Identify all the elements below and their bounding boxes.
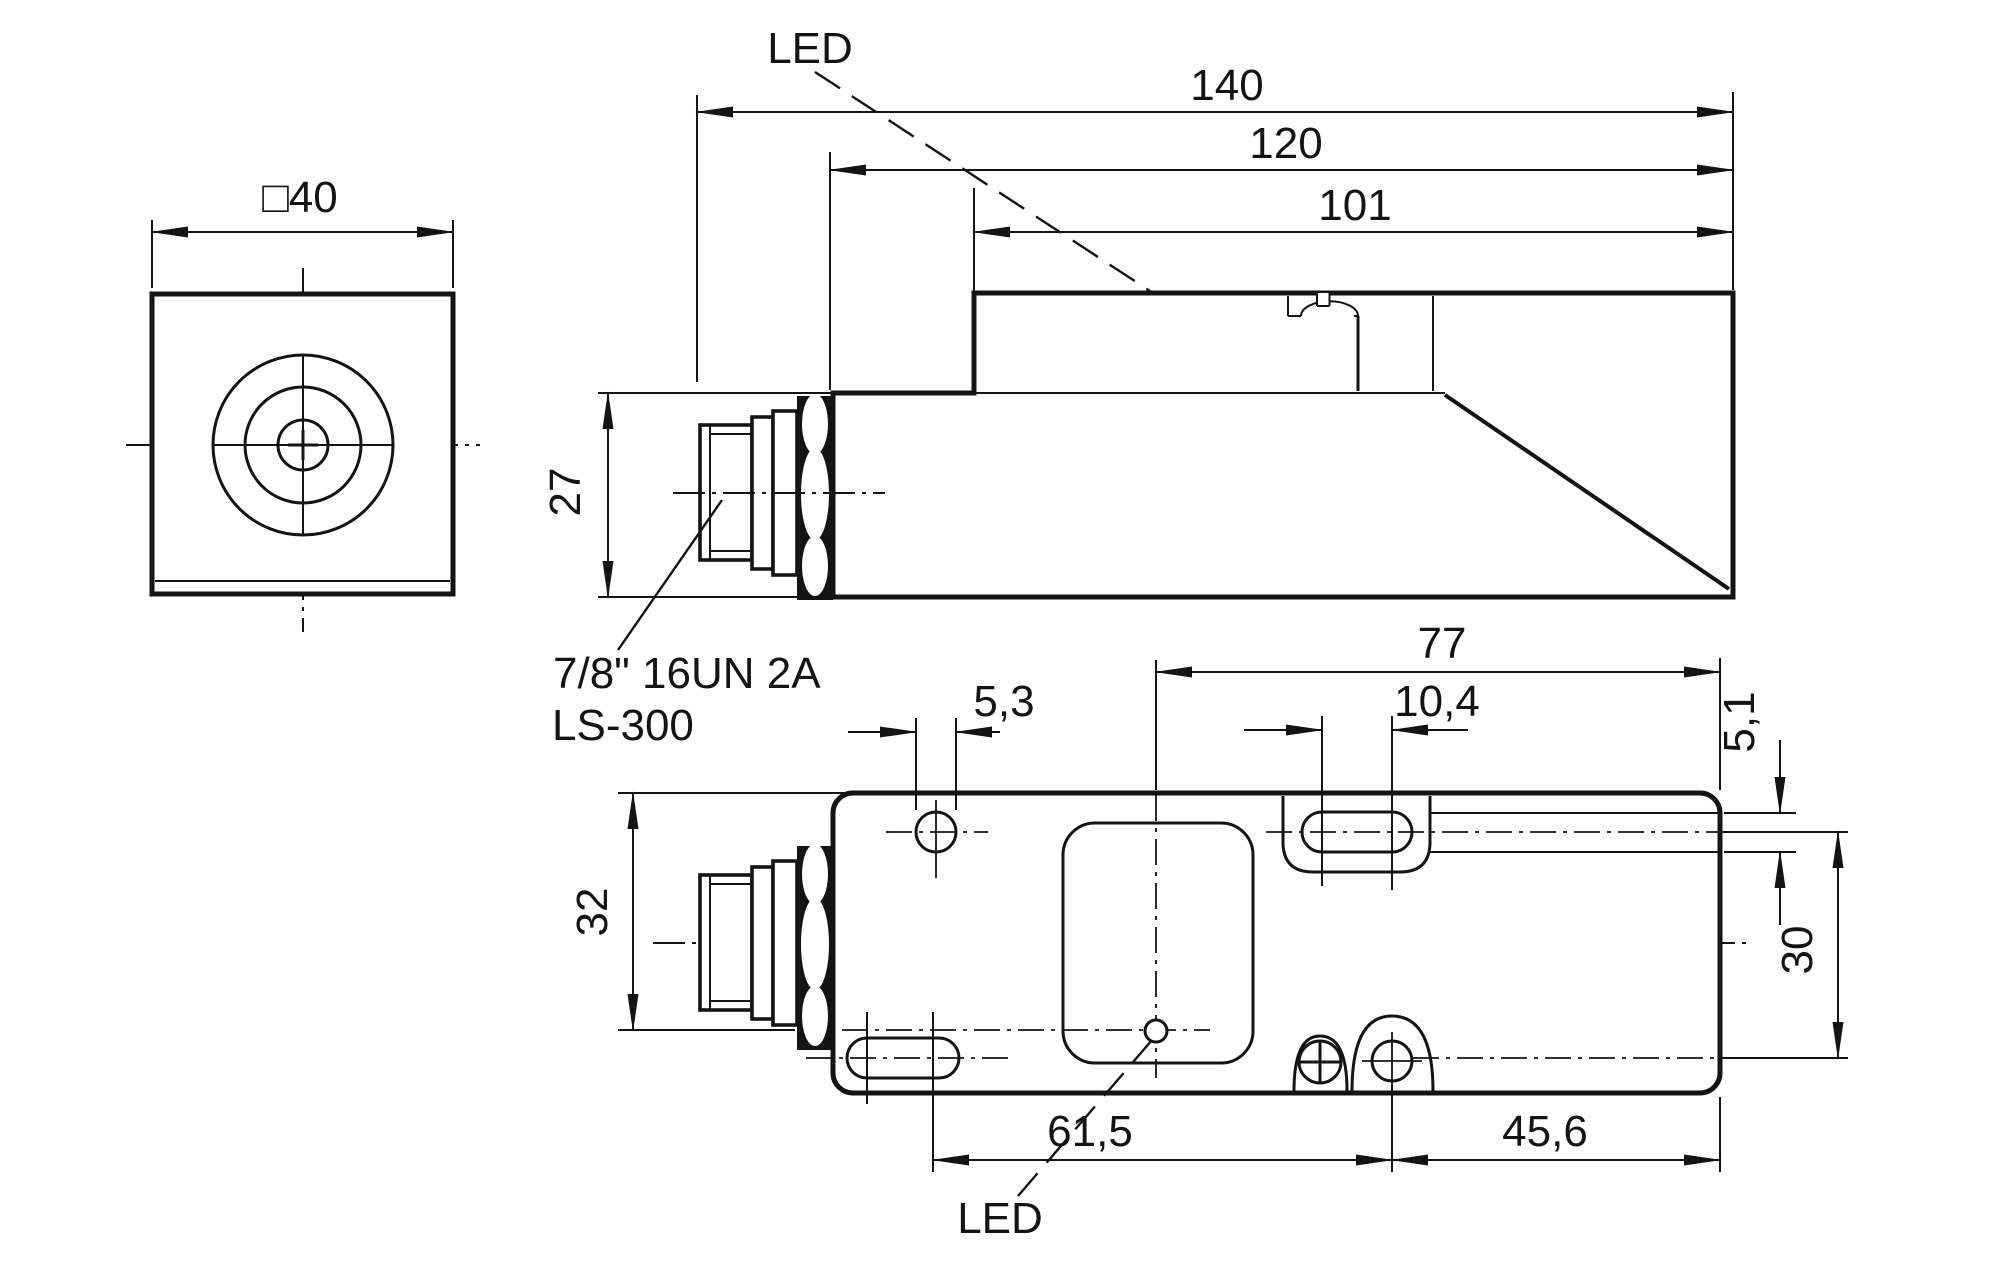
nut-facet-mid — [801, 898, 829, 990]
led-callout-side: LED — [767, 24, 1151, 293]
screws-bottom-right — [1292, 1014, 1730, 1092]
model-label: LS-300 — [552, 701, 694, 750]
nut-facet-top — [802, 394, 828, 454]
dim-text-101: 101 — [1318, 181, 1391, 230]
dim-text-5-3: 5,3 — [973, 677, 1034, 726]
led-bottom — [842, 660, 1210, 1078]
nut-facet-bottom — [802, 536, 828, 596]
dim-77: 77 — [1154, 619, 1722, 790]
dim-text-30: 30 — [1773, 926, 1822, 975]
dim-text-45-6: 45,6 — [1502, 1107, 1588, 1156]
connector-side — [673, 394, 885, 600]
front-view: □40 — [126, 173, 480, 632]
thread-block — [698, 873, 754, 1012]
slot-boss — [1281, 796, 1432, 874]
side-view: 27 140 120 101 LED 7/8" 16UN 2A LS-3 — [541, 24, 1736, 750]
dim-text-27: 27 — [541, 468, 590, 517]
dim-30: 30 — [1723, 830, 1848, 1060]
dim-101: 101 — [972, 181, 1735, 291]
slot-bottom-left — [806, 1012, 1012, 1172]
dim-text-40: □40 — [262, 173, 338, 222]
dim-45-6: 45,6 — [1390, 1097, 1722, 1172]
mount-hole-front — [886, 800, 988, 878]
dim-text-120: 120 — [1249, 119, 1322, 168]
led-leader-side — [814, 70, 1151, 293]
dim-40: □40 — [150, 173, 455, 288]
screw-slot-gap — [1317, 293, 1330, 305]
screw-boss-left — [1292, 1034, 1349, 1092]
led-label-side: LED — [767, 24, 853, 73]
dim-text-5-1: 5,1 — [1715, 691, 1764, 752]
dim-text-32: 32 — [568, 888, 617, 937]
bottom-body-outline — [830, 790, 1723, 1096]
cover-plate — [1061, 821, 1255, 1065]
dim-120: 120 — [828, 119, 1735, 390]
led-label-bottom: LED — [957, 1194, 1043, 1243]
cover-screw-side — [1287, 293, 1360, 391]
nut-facet-top — [802, 844, 828, 904]
dim-5-1: 5,1 — [1715, 691, 1796, 925]
dim-10-4: 10,4 — [1244, 677, 1480, 736]
sensing-face-circles — [211, 353, 395, 537]
dim-5-3: 5,3 — [848, 677, 1035, 810]
bottom-view: 32 77 5,3 10,4 5,1 — [568, 619, 1848, 1243]
screw-boss-right — [1350, 1014, 1435, 1092]
thread-leader — [617, 499, 723, 651]
led-dot — [1143, 1018, 1169, 1044]
slot-top-right — [1266, 716, 1723, 890]
dim-61-5: 61,5 — [931, 1085, 1394, 1172]
side-body-outline — [830, 290, 1736, 600]
dim-140: 140 — [695, 61, 1735, 382]
led-leader-bottom — [1017, 1039, 1153, 1197]
connector-bottom — [698, 844, 833, 1050]
thread-label: 7/8" 16UN 2A — [553, 649, 821, 698]
side-chamfer-diagonal — [1443, 393, 1731, 591]
dim-text-10-4: 10,4 — [1394, 677, 1480, 726]
dim-text-140: 140 — [1190, 61, 1263, 110]
dim-27: 27 — [541, 391, 833, 599]
led-callout-bottom: LED — [957, 1039, 1153, 1243]
nut-facet-bottom — [802, 986, 828, 1046]
connector-ring1 — [750, 865, 775, 1021]
dim-text-61-5: 61,5 — [1047, 1107, 1133, 1156]
connector-ring2 — [771, 859, 799, 1027]
thread-callout: 7/8" 16UN 2A LS-300 — [552, 499, 821, 750]
dim-32: 32 — [568, 791, 865, 1032]
dim-text-77: 77 — [1418, 619, 1467, 668]
